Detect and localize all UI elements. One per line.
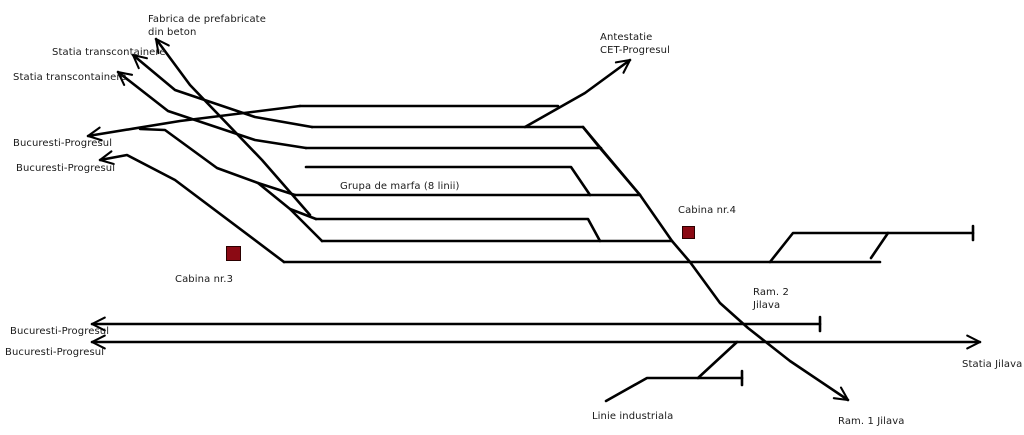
right-throat-diagonal: [581, 125, 850, 402]
label-statia-trans-1: Statia transcontainere: [52, 47, 166, 58]
track-to-freight-7: [288, 207, 324, 243]
label-ram2: Ram. 2 Jilava: [753, 287, 789, 311]
track-to-statia-trans-2: [116, 70, 308, 150]
label-buc-prog-3: Bucuresti-Progresul: [10, 326, 110, 337]
label-cabina-3: Cabina nr.3: [175, 274, 234, 285]
label-statia-jilava: Statia Jilava: [962, 359, 1023, 370]
right-siding-crossover: [869, 231, 890, 260]
cabina-3-marker: [226, 246, 241, 261]
track-to-buc-prog-1: [86, 104, 302, 142]
label-cabina-4: Cabina nr.4: [678, 205, 737, 216]
label-grupa-marfa: Grupa de marfa (8 linii): [340, 181, 460, 192]
label-ram1: Ram. 1 Jilava: [838, 416, 905, 427]
industrial-line: [604, 340, 739, 403]
label-buc-prog-2: Bucuresti-Progresul: [16, 163, 116, 174]
track-to-statia-trans-1: [131, 53, 314, 129]
track-to-fabrica: [154, 37, 312, 217]
label-statia-trans-2: Statia transcontainere: [13, 72, 127, 83]
cabina-4-marker: [682, 226, 695, 239]
label-antestatie: Antestatie CET-Progresul: [600, 32, 670, 56]
label-fabrica: Fabrica de prefabricate din beton: [148, 14, 266, 38]
label-buc-prog-1: Bucuresti-Progresul: [13, 138, 113, 149]
label-linie-industriala: Linie industriala: [592, 411, 674, 422]
antestatie-branch: [523, 58, 632, 129]
track-from-buc-prog-yard: [138, 127, 297, 197]
track-to-buc-prog-2: [98, 150, 286, 264]
right-siding: [768, 231, 975, 264]
freight-track-4: [304, 165, 592, 197]
label-buc-prog-4: Bucuresti-Progresul: [5, 347, 105, 358]
freight-track-6: [314, 217, 602, 243]
